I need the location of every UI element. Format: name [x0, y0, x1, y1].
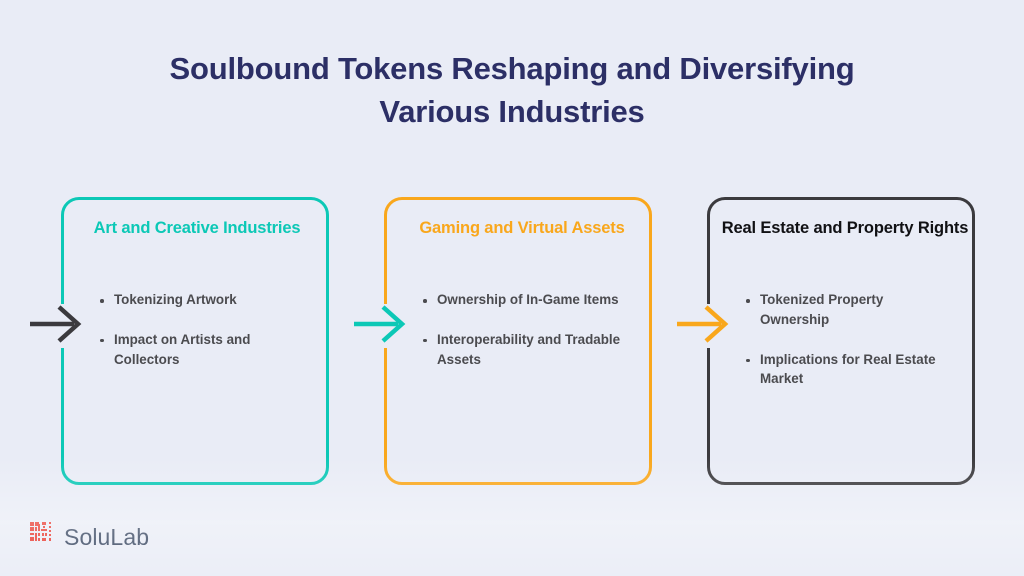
arrow-right-icon-1: [28, 302, 86, 346]
list-item: Implications for Real Estate Market: [744, 350, 949, 390]
card-real-estate-and-property-rights[interactable]: Real Estate and Property Rights Tokenize…: [705, 197, 975, 485]
card-bullet-list: Ownership of In-Game Items Interoperabil…: [421, 290, 626, 369]
list-item: Tokenizing Artwork: [98, 290, 303, 310]
list-item: Impact on Artists and Collectors: [98, 330, 303, 370]
list-item: Ownership of In-Game Items: [421, 290, 626, 310]
card-title: Art and Creative Industries: [93, 219, 301, 237]
solulab-wordmark: SoluLab: [64, 523, 150, 550]
card-title: Real Estate and Property Rights: [721, 219, 969, 237]
card-art-and-creative-industries[interactable]: Art and Creative Industries Tokenizing A…: [59, 197, 329, 485]
card-bullet-list: Tokenized Property Ownership Implication…: [744, 290, 949, 389]
page-title: Soulbound Tokens Reshaping and Diversify…: [169, 51, 855, 129]
solulab-qr-logo-icon: [30, 522, 55, 552]
card-title: Gaming and Virtual Assets: [419, 219, 625, 237]
card-gaming-and-virtual-assets[interactable]: Gaming and Virtual Assets Ownership of I…: [382, 197, 652, 485]
list-item: Tokenized Property Ownership: [744, 290, 949, 330]
solulab-logo[interactable]: SoluLab: [30, 522, 149, 552]
arrow-right-icon-2: [352, 302, 410, 346]
cards-row: Art and Creative Industries Tokenizing A…: [0, 197, 1024, 487]
arrow-right-icon-3: [675, 302, 733, 346]
card-bullet-list: Tokenizing Artwork Impact on Artists and…: [98, 290, 303, 369]
list-item: Interoperability and Tradable Assets: [421, 330, 626, 370]
